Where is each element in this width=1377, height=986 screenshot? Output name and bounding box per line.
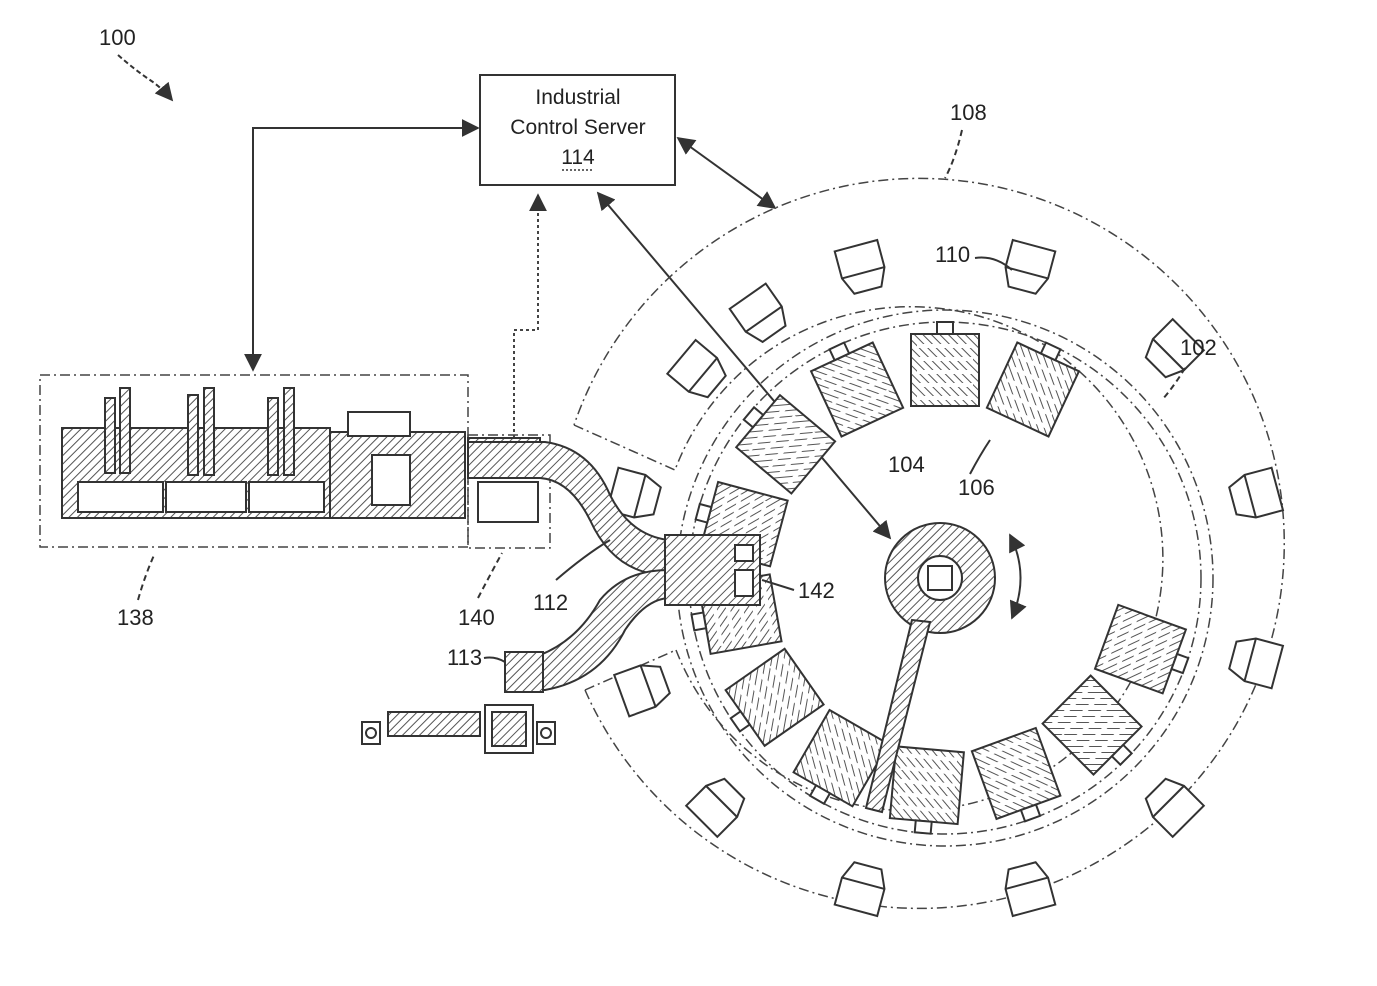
tray-106 (987, 332, 1084, 437)
line-panel-2 (166, 482, 246, 512)
link-server-140 (514, 195, 538, 455)
industrial-control-server: Industrial Control Server 114 (480, 75, 675, 185)
label-140-leader (478, 553, 502, 598)
tray-106 (889, 746, 964, 836)
cart-wheel-right (537, 722, 555, 744)
module-142: 142 (665, 535, 835, 605)
cart-bed (388, 712, 480, 736)
link-server-138 (253, 128, 478, 370)
line-head-window (372, 455, 410, 505)
station-110 (1227, 634, 1283, 688)
label-100: 100 (99, 25, 136, 50)
label-102: 102 (1180, 335, 1217, 360)
line-tower-6 (284, 388, 294, 475)
label-104: 104 (888, 452, 925, 477)
station-110 (614, 659, 672, 716)
cart-box-inner (492, 712, 526, 746)
interface-block (478, 482, 538, 522)
line-head-top (348, 412, 410, 436)
server-ref: 114 (561, 146, 595, 169)
line-panel-3 (249, 482, 324, 512)
line-panel-1 (78, 482, 163, 512)
label-108-leader (945, 130, 962, 178)
label-113-leader (484, 658, 505, 663)
tray-106 (1043, 676, 1150, 783)
tray-106 (911, 322, 979, 406)
line-tower-1 (105, 398, 115, 473)
exit-113-box (505, 652, 543, 692)
label-106: 106 (958, 475, 995, 500)
line-tower-5 (268, 398, 278, 475)
line-tower-4 (204, 388, 214, 475)
station-110 (730, 284, 792, 347)
tray-106 (727, 387, 835, 493)
hub-rotation-arrow (1010, 535, 1021, 618)
station-110 (1227, 468, 1283, 522)
label-142: 142 (798, 578, 835, 603)
station-110 (835, 860, 889, 916)
tray-106 (972, 728, 1065, 830)
hub-core (928, 566, 952, 590)
cart-wheel-left (362, 722, 380, 744)
label-100-leader (118, 55, 172, 100)
station-110 (686, 773, 750, 837)
label-106-leader (970, 440, 990, 474)
exit-113: 113 (447, 645, 543, 692)
link-server-108 (678, 138, 775, 208)
tray-106 (806, 332, 903, 437)
line-equipment-138: 138 (40, 375, 468, 630)
module-142-window (735, 545, 753, 561)
server-line1: Industrial (535, 86, 620, 109)
label-138-leader (138, 553, 155, 600)
label-113: 113 (447, 645, 482, 670)
station-110 (667, 340, 731, 403)
tray-106 (1095, 605, 1197, 698)
label-112-leader (556, 540, 610, 580)
line-tower-3 (188, 395, 198, 475)
server-line2: Control Server (510, 116, 645, 139)
station-110 (835, 240, 889, 296)
cart-assembly (362, 705, 555, 753)
station-110 (1001, 860, 1055, 916)
line-tower-2 (120, 388, 130, 473)
label-140: 140 (458, 605, 495, 630)
label-110: 110 (935, 242, 970, 267)
label-108: 108 (950, 100, 987, 125)
label-138: 138 (117, 605, 154, 630)
label-112: 112 (533, 590, 568, 615)
module-142-port (735, 570, 753, 596)
